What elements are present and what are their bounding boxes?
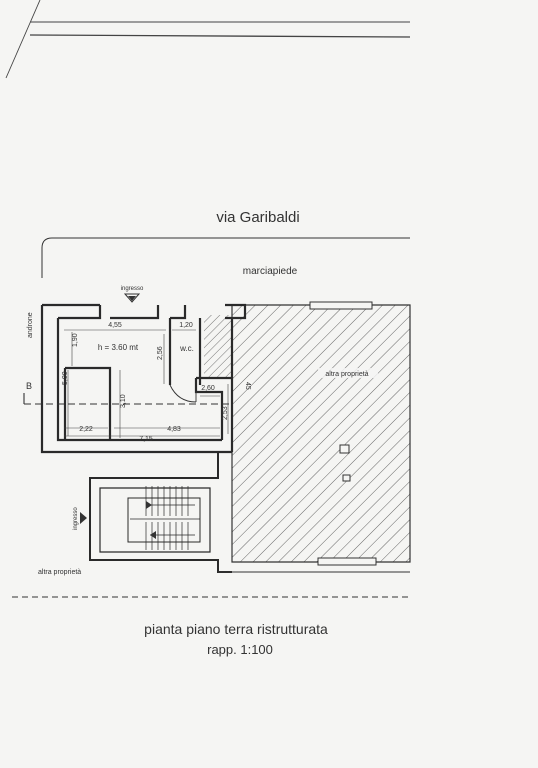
- dim-2-60: 2,60: [201, 385, 215, 392]
- dim-4-83: 4,83: [167, 426, 181, 433]
- dim-1-20: 1,20: [179, 322, 193, 329]
- plan-scale: rapp. 1:100: [207, 642, 273, 657]
- unit-walls: [40, 303, 247, 454]
- section-line-b: [23, 393, 232, 405]
- scan-edge-lines: [5, 0, 411, 79]
- neighbour-property-right: [231, 301, 411, 566]
- section-mark: B: [26, 381, 32, 391]
- sidewalk-label: marciapiede: [243, 266, 298, 277]
- dim-2-56: 2,56: [157, 346, 164, 360]
- dim-3-10: 3,10: [120, 394, 127, 408]
- plan-title: pianta piano terra ristrutturata: [144, 621, 328, 637]
- wc-label: w.c.: [179, 344, 194, 353]
- dim-7-15: 7,15: [139, 436, 153, 443]
- stair-entrance-arrow-icon: [80, 512, 87, 524]
- staircase: [89, 452, 232, 573]
- dim-45: 45: [244, 382, 251, 390]
- hall-label: androne: [27, 312, 34, 338]
- dim-4-55: 4,55: [108, 322, 122, 329]
- dim-2-53: 2,53: [222, 406, 229, 420]
- bottom-boundary: [12, 571, 410, 598]
- other-property-right-label: altra proprietà: [325, 371, 368, 378]
- entrance-label: ingresso: [121, 286, 144, 292]
- stair-entrance-label: ingresso: [73, 507, 79, 530]
- ceiling-height-label: h = 3.60 mt: [98, 343, 139, 352]
- entrance-arrow-icon: [123, 293, 141, 303]
- other-property-left-label: altra proprietà: [38, 569, 81, 576]
- sidewalk: [41, 237, 410, 278]
- dim-1-90: 1,90: [72, 333, 79, 347]
- dim-2-22: 2,22: [79, 426, 93, 433]
- dim-5-00: 5,00: [62, 371, 69, 385]
- dimension-lines: [64, 329, 229, 438]
- street-name: via Garibaldi: [216, 209, 299, 226]
